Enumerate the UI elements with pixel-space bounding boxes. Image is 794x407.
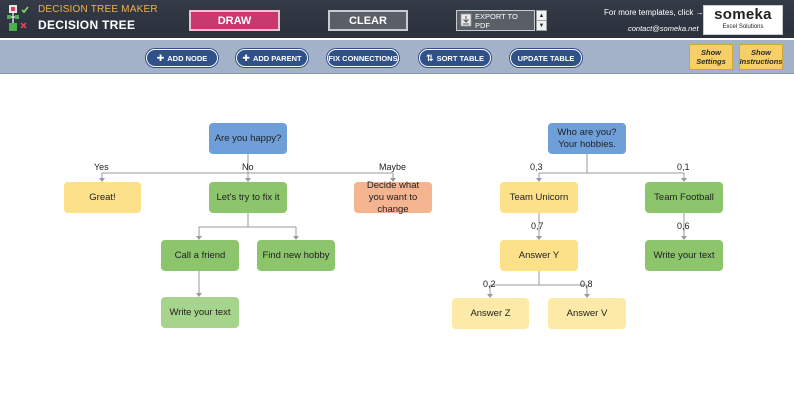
node-answer-y[interactable]: Answer Y xyxy=(500,240,578,271)
toolbar: ✚ ADD NODE ✚ ADD PARENT FIX CONNECTIONS … xyxy=(0,40,794,74)
edge-label-answer-y-prob: 0,7 xyxy=(531,221,544,231)
node-call-friend[interactable]: Call a friend xyxy=(161,240,239,271)
show-instructions-button[interactable]: Show Instructions xyxy=(739,44,783,70)
node-answer-v[interactable]: Answer V xyxy=(548,298,626,329)
export-pdf-button[interactable]: EXPORT TO PDF xyxy=(456,10,535,31)
show-settings-button[interactable]: Show Settings xyxy=(689,44,733,70)
node-write-text-right[interactable]: Write your text xyxy=(645,240,723,271)
contact-email[interactable]: contact@someka.net xyxy=(628,24,699,33)
node-answer-z[interactable]: Answer Z xyxy=(452,298,529,329)
fix-connections-label: FIX CONNECTIONS xyxy=(328,53,398,63)
connector-lines xyxy=(99,154,687,298)
add-node-label: ADD NODE xyxy=(167,53,208,63)
update-table-label: UPDATE TABLE xyxy=(517,53,575,63)
edge-label-write-prob: 0,6 xyxy=(677,221,690,231)
more-templates-link[interactable]: For more templates, click → xyxy=(604,8,704,17)
brand-tagline: Excel Solutions xyxy=(722,24,764,30)
node-decide-change[interactable]: Decide what you want to change xyxy=(354,180,432,215)
node-great[interactable]: Great! xyxy=(64,182,141,213)
node-fix-it[interactable]: Let's try to fix it xyxy=(209,182,287,213)
brand-name: someka xyxy=(714,6,772,23)
someka-logo[interactable]: someka Excel Solutions xyxy=(703,5,783,35)
fix-connections-button[interactable]: FIX CONNECTIONS xyxy=(327,49,399,67)
tree-logo-icon xyxy=(6,3,32,35)
edge-label-unicorn-prob: 0,3 xyxy=(530,162,543,172)
app-subtitle: DECISION TREE MAKER xyxy=(38,4,158,15)
edge-label-answer-v-prob: 0,8 xyxy=(580,279,593,289)
node-team-unicorn[interactable]: Team Unicorn xyxy=(500,182,578,213)
sort-table-button[interactable]: ⇅ SORT TABLE xyxy=(419,49,491,67)
node-new-hobby[interactable]: Find new hobby xyxy=(257,240,335,271)
edge-label-yes: Yes xyxy=(94,162,109,172)
clear-button[interactable]: CLEAR xyxy=(328,10,408,31)
edge-label-no: No xyxy=(242,162,254,172)
export-spinner[interactable]: ▲ ▼ xyxy=(536,10,547,31)
app-header: DECISION TREE MAKER DECISION TREE DRAW C… xyxy=(0,0,794,38)
diagram-canvas: Are you happy? Yes No Maybe Great! Let's… xyxy=(0,75,794,407)
plus-icon: ✚ xyxy=(156,52,165,63)
node-write-text-left[interactable]: Write your text xyxy=(161,297,239,328)
sort-table-label: SORT TABLE xyxy=(436,53,484,63)
draw-button[interactable]: DRAW xyxy=(189,10,280,31)
spin-up-icon[interactable]: ▲ xyxy=(538,12,545,19)
plus-icon: ✚ xyxy=(242,52,250,63)
edge-label-maybe: Maybe xyxy=(379,162,407,172)
spin-down-icon[interactable]: ▼ xyxy=(537,20,546,30)
node-are-you-happy[interactable]: Are you happy? xyxy=(209,123,287,154)
node-who-are-you[interactable]: Who are you? Your hobbies. xyxy=(548,123,626,154)
edge-label-answer-z-prob: 0,2 xyxy=(483,279,496,289)
app-title: DECISION TREE xyxy=(38,18,136,32)
pdf-icon xyxy=(460,13,472,29)
sort-icon: ⇅ xyxy=(426,52,434,63)
node-team-football[interactable]: Team Football xyxy=(645,182,723,213)
export-pdf-label: EXPORT TO PDF xyxy=(475,11,518,30)
add-parent-label: ADD PARENT xyxy=(252,53,302,63)
add-parent-button[interactable]: ✚ ADD PARENT xyxy=(236,49,308,67)
add-node-button[interactable]: ✚ ADD NODE xyxy=(146,49,218,67)
edge-label-football-prob: 0,1 xyxy=(677,162,690,172)
update-table-button[interactable]: UPDATE TABLE xyxy=(510,49,582,67)
